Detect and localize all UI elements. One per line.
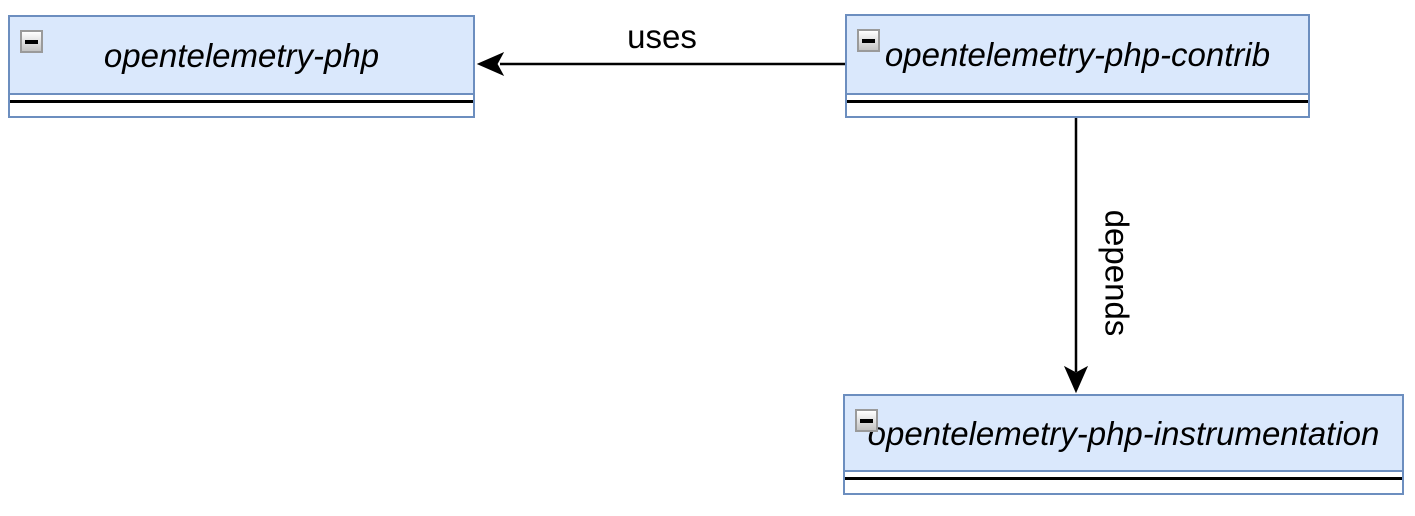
node-title-compartment: opentelemetry-php-contrib (847, 16, 1308, 95)
node-empty-compartment (847, 95, 1308, 116)
edge-depends-arrow[interactable] (1063, 118, 1089, 394)
node-title-compartment: opentelemetry-php (10, 17, 473, 95)
collapse-button[interactable] (855, 409, 878, 432)
collapse-button[interactable] (20, 30, 43, 53)
node-label: opentelemetry-php-instrumentation (867, 414, 1380, 452)
compartment-divider (847, 100, 1308, 103)
edge-uses-arrow[interactable] (476, 51, 845, 77)
edge-label-uses: uses (627, 18, 697, 55)
minus-icon (860, 418, 873, 423)
collapse-button[interactable] (857, 29, 880, 52)
node-label: opentelemetry-php (103, 36, 380, 74)
node-label: opentelemetry-php-contrib (884, 36, 1271, 73)
node-opentelemetry-php-instrumentation[interactable]: opentelemetry-php-instrumentation (843, 394, 1404, 495)
edge-uses-arrowhead (476, 51, 505, 77)
minus-icon (25, 39, 38, 44)
node-opentelemetry-php-contrib[interactable]: opentelemetry-php-contrib (845, 14, 1310, 118)
node-empty-compartment (10, 95, 473, 116)
node-title-compartment: opentelemetry-php-instrumentation (845, 396, 1402, 472)
compartment-divider (845, 477, 1402, 480)
minus-icon (862, 38, 875, 43)
compartment-divider (10, 100, 473, 103)
edge-label-depends: depends (1098, 209, 1136, 337)
node-empty-compartment (845, 472, 1402, 493)
node-opentelemetry-php[interactable]: opentelemetry-php (8, 15, 475, 118)
edge-depends-arrowhead (1063, 365, 1089, 394)
